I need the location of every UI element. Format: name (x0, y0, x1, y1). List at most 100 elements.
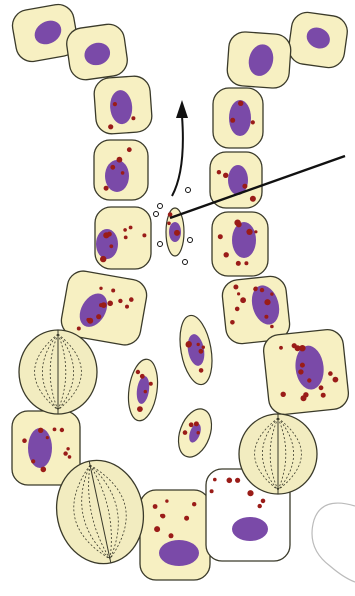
debris-particle (183, 260, 188, 265)
secretory-granule (109, 244, 113, 248)
secretory-granule (144, 390, 147, 393)
secretory-granule (235, 478, 240, 483)
secretory-granule (186, 341, 192, 347)
secretory-granule (184, 516, 189, 521)
secretory-granule (240, 297, 246, 303)
secretory-granule (258, 504, 262, 508)
secretory-granule (260, 288, 264, 292)
secretory-granule (46, 436, 49, 439)
secretory-granule (160, 514, 163, 517)
secretory-granule (31, 459, 35, 463)
epithelial-cell (93, 75, 153, 135)
secretory-granule (189, 422, 194, 427)
secretory-granule (104, 186, 109, 191)
goblet-cell (239, 414, 317, 494)
secretory-granule (169, 533, 174, 538)
secretory-granule (270, 325, 274, 329)
secretory-granule (251, 120, 255, 124)
secretory-granule (107, 301, 113, 307)
epithelial-cell (140, 490, 210, 580)
secretory-granule (136, 370, 140, 374)
lumen-cell (175, 313, 217, 387)
secretory-granule (236, 261, 241, 266)
secretory-granule (131, 116, 135, 120)
secretory-granule (328, 371, 333, 376)
debris-particle (188, 238, 193, 243)
secretory-granule (281, 392, 286, 397)
secretory-granule (117, 157, 123, 163)
secretory-granule (123, 228, 127, 232)
secretory-granule (100, 256, 106, 262)
secretory-granule (111, 289, 115, 293)
secretory-granule (236, 222, 242, 228)
secretory-granule (60, 428, 64, 432)
secretory-granule (192, 502, 196, 506)
secretory-granule (77, 327, 81, 331)
secretory-granule (233, 285, 238, 290)
secretory-granule (298, 369, 303, 374)
debris-particle (158, 242, 163, 247)
secretory-granule (110, 165, 115, 170)
secretory-granule (66, 447, 69, 450)
secretory-granule (227, 478, 233, 484)
secretory-granule (168, 212, 173, 217)
secretory-granule (279, 346, 283, 350)
secretory-granule (53, 428, 57, 432)
secretory-granule (197, 431, 200, 434)
secretory-granule (41, 467, 47, 473)
secretory-granule (307, 378, 311, 382)
secretory-granule (142, 233, 146, 237)
secretion-arrow (172, 116, 183, 196)
secretory-granule (301, 395, 307, 401)
epithelial-cell (287, 10, 350, 69)
secretory-granule (38, 428, 43, 433)
secretory-granule (22, 438, 27, 443)
secretory-granule (270, 292, 273, 295)
epithelial-cell (65, 22, 130, 82)
secretory-granule (235, 307, 240, 312)
secretory-granule (125, 305, 129, 309)
secretory-granule (213, 478, 217, 482)
secretory-granule (264, 299, 270, 305)
secretory-granule (250, 196, 256, 202)
secretory-granule (129, 297, 134, 302)
epithelial-cell (262, 328, 350, 416)
lumen-cell (172, 404, 217, 461)
secretory-granule (113, 102, 117, 106)
secretory-granule (127, 147, 132, 152)
secretory-granule (264, 315, 268, 319)
debris-particle (154, 212, 159, 217)
secretory-granule (230, 118, 235, 123)
cell-nucleus (232, 517, 268, 541)
secretory-granule (63, 451, 67, 455)
secretory-granule (218, 234, 223, 239)
arrowhead-icon (176, 100, 188, 118)
secretory-granule (154, 526, 160, 532)
debris-particle (186, 188, 191, 193)
secretory-granule (261, 499, 266, 504)
secretory-granule (96, 314, 101, 319)
secretory-granule (87, 318, 93, 324)
secretory-granule (174, 230, 180, 236)
secretory-granule (167, 222, 171, 226)
secretory-granule (217, 170, 221, 174)
secretory-granule (197, 343, 200, 346)
secretory-granule (210, 489, 214, 493)
secretory-granule (107, 232, 112, 237)
secretory-granule (238, 101, 243, 106)
secretory-granule (165, 499, 168, 502)
secretory-granule (137, 406, 143, 412)
secretory-granule (129, 226, 133, 230)
secretory-granule (242, 184, 247, 189)
secretory-granule (230, 320, 235, 325)
secretory-granule (246, 229, 252, 235)
secretory-granule (99, 303, 103, 307)
cell-nucleus (232, 222, 256, 258)
secretory-granule (247, 490, 253, 496)
secretory-granule (121, 171, 125, 175)
secretory-granule (202, 346, 205, 349)
debris-particle (158, 204, 163, 209)
secretory-granule (223, 173, 228, 178)
